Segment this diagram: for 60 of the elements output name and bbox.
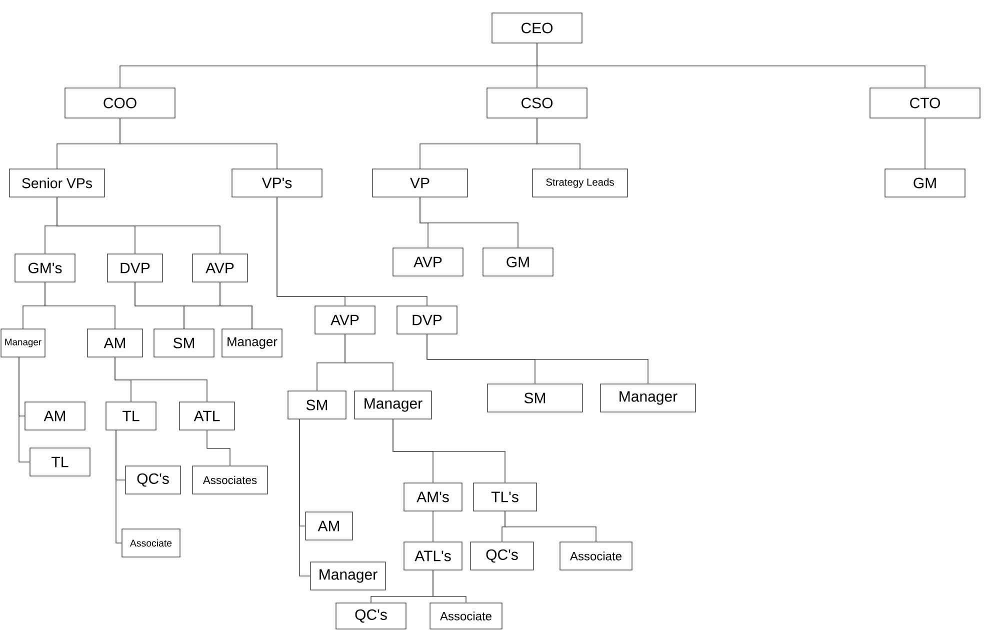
position-box: GM's (14, 254, 76, 282)
position-box: VP (372, 168, 468, 198)
position-box: QC's (125, 466, 181, 494)
connector-line (120, 118, 278, 169)
position-box: TL (106, 402, 156, 430)
position-box: Associate (560, 542, 632, 570)
position-box: GM (482, 248, 554, 276)
position-box: SM (288, 390, 346, 420)
position-box: QC's (470, 542, 534, 570)
position-box: TL's (473, 482, 537, 512)
position-box: COO (64, 88, 176, 118)
position-box: VP's (232, 168, 322, 198)
connector-line (392, 419, 506, 483)
position-box: ATL (179, 402, 235, 430)
position-box: AM (305, 512, 353, 540)
position-box: SM (154, 328, 214, 358)
position-box: CSO (486, 88, 588, 118)
position-box: AM (24, 402, 86, 430)
connector-line (56, 197, 220, 254)
position-box: AVP (314, 306, 376, 334)
position-box: AM's (404, 482, 462, 512)
position-box: AVP (392, 248, 464, 276)
position-box: Associates (192, 466, 268, 494)
position-box: Manager (0, 328, 46, 358)
connector-line (536, 118, 580, 169)
connector-line (536, 43, 926, 88)
connector-line (344, 334, 394, 391)
position-box: ATL's (404, 542, 462, 570)
connector-line (299, 418, 310, 576)
connector-line (504, 511, 596, 542)
connector-line (114, 357, 208, 402)
position-box: SM (487, 384, 583, 412)
position-box: Manager (310, 562, 386, 590)
position-box: Manager (600, 384, 696, 412)
connector-line (206, 430, 230, 466)
position-box: CEO (492, 12, 582, 44)
position-box: Associate (122, 528, 180, 558)
connector-line (220, 282, 252, 329)
position-box: TL (30, 448, 90, 476)
connector-line (18, 356, 30, 462)
position-box: Associate (430, 602, 502, 630)
position-box: DVP (107, 254, 163, 282)
position-box: GM (884, 168, 966, 198)
position-box: AVP (192, 254, 248, 282)
connector-line (432, 570, 466, 603)
position-box: AM (87, 328, 143, 358)
connector-line (420, 197, 518, 248)
position-box: DVP (396, 306, 458, 334)
position-box: Manager (354, 390, 432, 420)
position-box: CTO (870, 88, 980, 118)
position-box: Strategy Leads (532, 168, 628, 198)
connector-line (276, 197, 428, 306)
connector-line (116, 430, 122, 544)
connector-line (426, 334, 648, 384)
position-box: Manager (222, 328, 282, 358)
connector-line (924, 118, 926, 169)
position-box: QC's (336, 602, 406, 630)
connector-line (44, 282, 116, 329)
position-box: Senior VPs (9, 168, 105, 198)
connector-line (432, 511, 434, 542)
